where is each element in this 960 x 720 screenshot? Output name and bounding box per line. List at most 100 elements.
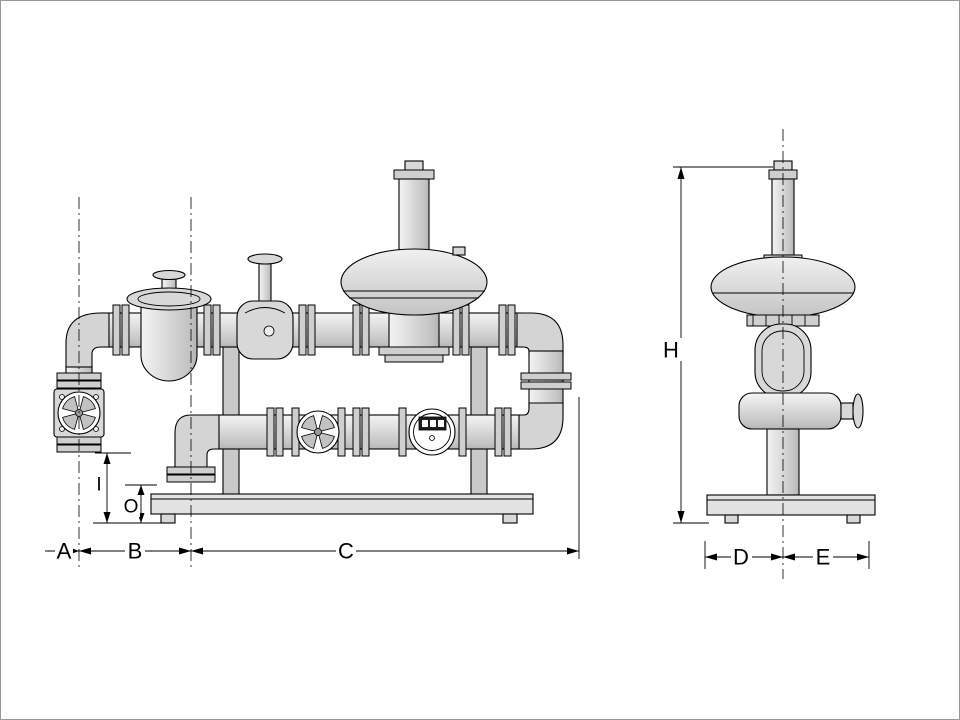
valve-blade-icon — [78, 412, 96, 430]
dimension-label-D: D — [733, 545, 749, 570]
valve-blade-icon — [62, 412, 80, 430]
spring-cap-band — [393, 169, 435, 180]
bypass-valve — [291, 407, 346, 457]
strainer-cover — [126, 287, 212, 311]
meter-digit — [438, 420, 444, 427]
skid-beam — [706, 494, 876, 516]
flange — [112, 304, 121, 356]
base-skid-side — [706, 494, 876, 524]
dimension-annotations: A B C I O H D E — [45, 129, 870, 579]
label-backing — [661, 338, 682, 361]
bolt-icon — [59, 394, 65, 400]
valve-blade-icon — [78, 396, 96, 414]
pressure-regulator — [340, 160, 488, 363]
valve-blade-icon — [301, 415, 319, 433]
valve-hub — [314, 428, 322, 436]
flange — [212, 304, 221, 356]
flange — [298, 304, 307, 356]
skid-foot — [724, 514, 739, 524]
flange — [307, 304, 316, 356]
arrowhead-icon — [771, 553, 783, 561]
flange — [503, 407, 512, 457]
plug-valve — [236, 253, 294, 360]
bolt-icon — [263, 325, 275, 337]
arrowhead-icon — [705, 553, 717, 561]
flange — [494, 407, 503, 457]
flange — [520, 372, 572, 381]
arrowhead-icon — [567, 547, 579, 555]
valve-stem — [258, 258, 272, 304]
gas-meter — [398, 407, 467, 457]
arrowhead-icon — [677, 167, 685, 179]
flange — [507, 304, 516, 356]
meter-dial — [429, 435, 435, 441]
flange — [384, 354, 444, 363]
spring-tube — [398, 178, 430, 256]
valve-contour — [244, 307, 286, 314]
stem — [840, 402, 854, 420]
flange — [361, 304, 370, 356]
strainer — [126, 269, 212, 382]
label-backing — [55, 540, 73, 561]
flange — [203, 304, 212, 356]
dimension-label-C: C — [338, 539, 354, 564]
flange — [352, 407, 361, 457]
arrowhead-icon — [191, 547, 203, 555]
meter-digit — [430, 420, 436, 427]
flange — [452, 304, 461, 356]
drop-elbow — [174, 414, 220, 468]
flange — [266, 407, 275, 457]
arrowhead-icon — [103, 512, 111, 523]
handwheel-icon — [852, 393, 864, 429]
dimension-label-H: H — [663, 338, 679, 363]
dimension-label-E: E — [816, 545, 831, 570]
valve-blade-icon — [62, 396, 80, 414]
flange — [498, 304, 507, 356]
label-backing — [92, 474, 106, 495]
flange — [361, 407, 370, 457]
valve-handle — [247, 253, 283, 265]
base-skid-front — [150, 493, 534, 524]
side-view — [706, 160, 876, 524]
dimension-label-B: B — [128, 539, 143, 564]
arrowhead-icon — [79, 547, 91, 555]
flange — [121, 304, 130, 356]
arrowhead-icon — [677, 511, 685, 523]
meter-housing — [408, 408, 456, 456]
arrowhead-icon — [857, 553, 869, 561]
skid-foot — [846, 514, 861, 524]
label-backing — [125, 540, 145, 561]
bolt-icon — [59, 426, 65, 432]
vent-fitting — [452, 246, 466, 256]
skid-beam — [150, 493, 534, 515]
skid-foot — [160, 513, 176, 524]
flange — [398, 407, 407, 457]
regulator-body — [388, 312, 440, 350]
outlet-elbow-top — [516, 312, 564, 358]
dimension-label-O: O — [124, 497, 139, 518]
label-backing — [122, 496, 140, 517]
dimension-label-I: I — [96, 475, 101, 496]
valve-blade-icon — [317, 415, 335, 433]
arrowhead-icon — [137, 485, 145, 495]
valve-blade-icon — [301, 431, 319, 449]
flange — [458, 407, 467, 457]
diaphragm-dome — [340, 248, 488, 316]
meter-face — [413, 413, 451, 451]
strainer-body — [140, 300, 198, 382]
strainer-cover-inner — [137, 291, 201, 307]
flange — [520, 381, 572, 390]
skid-foot — [502, 513, 518, 524]
flange — [378, 346, 450, 356]
bolt-icon — [93, 394, 99, 400]
front-view — [53, 160, 572, 524]
dimension-label-A: A — [57, 539, 72, 564]
label-backing — [813, 546, 833, 568]
flange — [275, 407, 284, 457]
strainer-handle — [152, 269, 186, 281]
label-backing — [336, 540, 356, 561]
label-backing — [731, 546, 752, 568]
bolt-icon — [93, 426, 99, 432]
flange — [352, 304, 361, 356]
